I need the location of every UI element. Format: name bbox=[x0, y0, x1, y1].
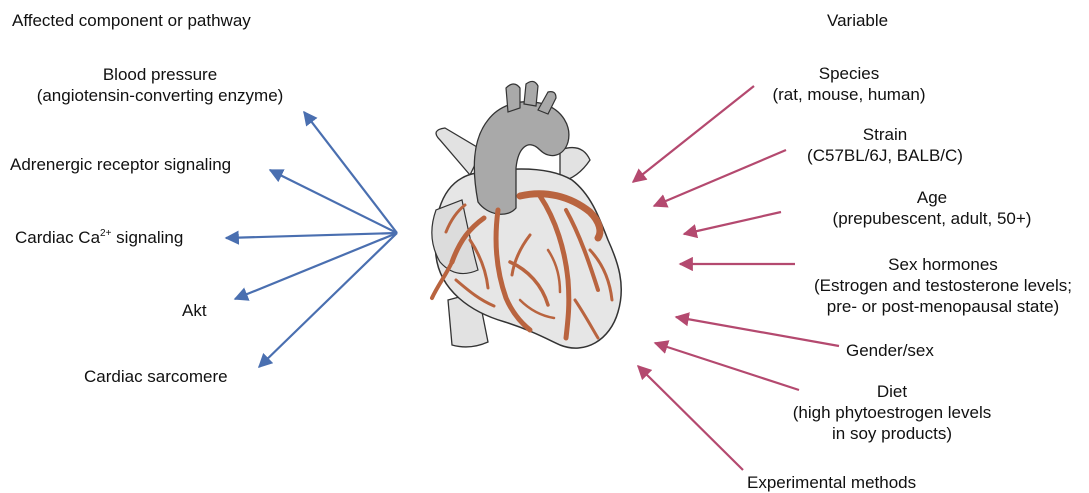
label-line: Species bbox=[818, 64, 880, 83]
heart-body bbox=[434, 168, 622, 349]
label-cardiac-calcium: Cardiac Ca2+ signaling bbox=[15, 227, 183, 248]
label-line: pre- or post-menopausal state) bbox=[826, 297, 1060, 316]
arrow-species bbox=[631, 85, 755, 183]
label-line: (high phytoestrogen levels bbox=[792, 403, 992, 422]
left-arrows bbox=[224, 110, 398, 368]
arrow-strain bbox=[652, 148, 787, 208]
label-age: Age (prepubescent, adult, 50+) bbox=[833, 187, 1032, 229]
arrow-methods bbox=[636, 364, 744, 471]
label-line: Experimental methods bbox=[747, 473, 917, 492]
label-akt: Akt bbox=[182, 300, 207, 321]
label-line: Blood pressure bbox=[102, 65, 218, 84]
aorta bbox=[473, 101, 570, 215]
coronary-vessels bbox=[430, 190, 614, 341]
label-line: (rat, mouse, human) bbox=[772, 85, 926, 104]
right-atrium bbox=[431, 199, 479, 275]
arrow-sarcomere bbox=[257, 232, 398, 368]
left-header: Affected component or pathway bbox=[12, 11, 251, 30]
label-blood-pressure: Blood pressure (angiotensin-converting e… bbox=[37, 64, 284, 106]
label-line: (Estrogen and testosterone levels; bbox=[814, 276, 1072, 295]
label-line: Adrenergic receptor signaling bbox=[10, 155, 232, 174]
label-line: Akt bbox=[182, 301, 207, 320]
label-line: (angiotensin-converting enzyme) bbox=[36, 86, 284, 105]
arrow-adrenergic bbox=[268, 169, 398, 234]
right-arrows bbox=[631, 85, 840, 471]
label-line: (C57BL/6J, BALB/C) bbox=[807, 146, 963, 165]
label-line: (prepubescent, adult, 50+) bbox=[832, 209, 1032, 228]
label-line: Strain bbox=[862, 125, 908, 144]
label-suffix: signaling bbox=[111, 228, 184, 247]
arrow-calcium bbox=[224, 230, 398, 245]
aortic-branches bbox=[505, 80, 557, 115]
label-species: Species (rat, mouse, human) bbox=[772, 63, 925, 105]
label-strain: Strain (C57BL/6J, BALB/C) bbox=[807, 124, 963, 166]
label-line: Age bbox=[916, 188, 948, 207]
arrow-akt bbox=[233, 231, 398, 301]
arrow-age bbox=[682, 210, 782, 239]
label-diet: Diet (high phytoestrogen levels in soy p… bbox=[793, 381, 991, 444]
label-line: in soy products) bbox=[832, 424, 952, 443]
label-adrenergic: Adrenergic receptor signaling bbox=[10, 154, 231, 175]
label-sarcomere: Cardiac sarcomere bbox=[84, 366, 228, 387]
arrow-blood-pressure bbox=[303, 110, 398, 234]
label-experimental-methods: Experimental methods bbox=[747, 472, 916, 493]
label-sex-hormones: Sex hormones (Estrogen and testosterone … bbox=[814, 254, 1072, 317]
label-line: Cardiac sarcomere bbox=[84, 367, 228, 386]
label-superscript: 2+ bbox=[100, 228, 112, 239]
heart-illustration bbox=[430, 80, 622, 349]
label-gender: Gender/sex bbox=[846, 340, 934, 361]
right-header: Variable bbox=[827, 11, 889, 30]
label-line: Sex hormones bbox=[888, 255, 998, 274]
arrow-diet bbox=[653, 340, 800, 392]
label-line: Gender/sex bbox=[846, 341, 934, 360]
label-prefix: Cardiac Ca bbox=[15, 228, 101, 247]
label-line: Diet bbox=[876, 382, 908, 401]
arrow-gender bbox=[674, 312, 840, 348]
